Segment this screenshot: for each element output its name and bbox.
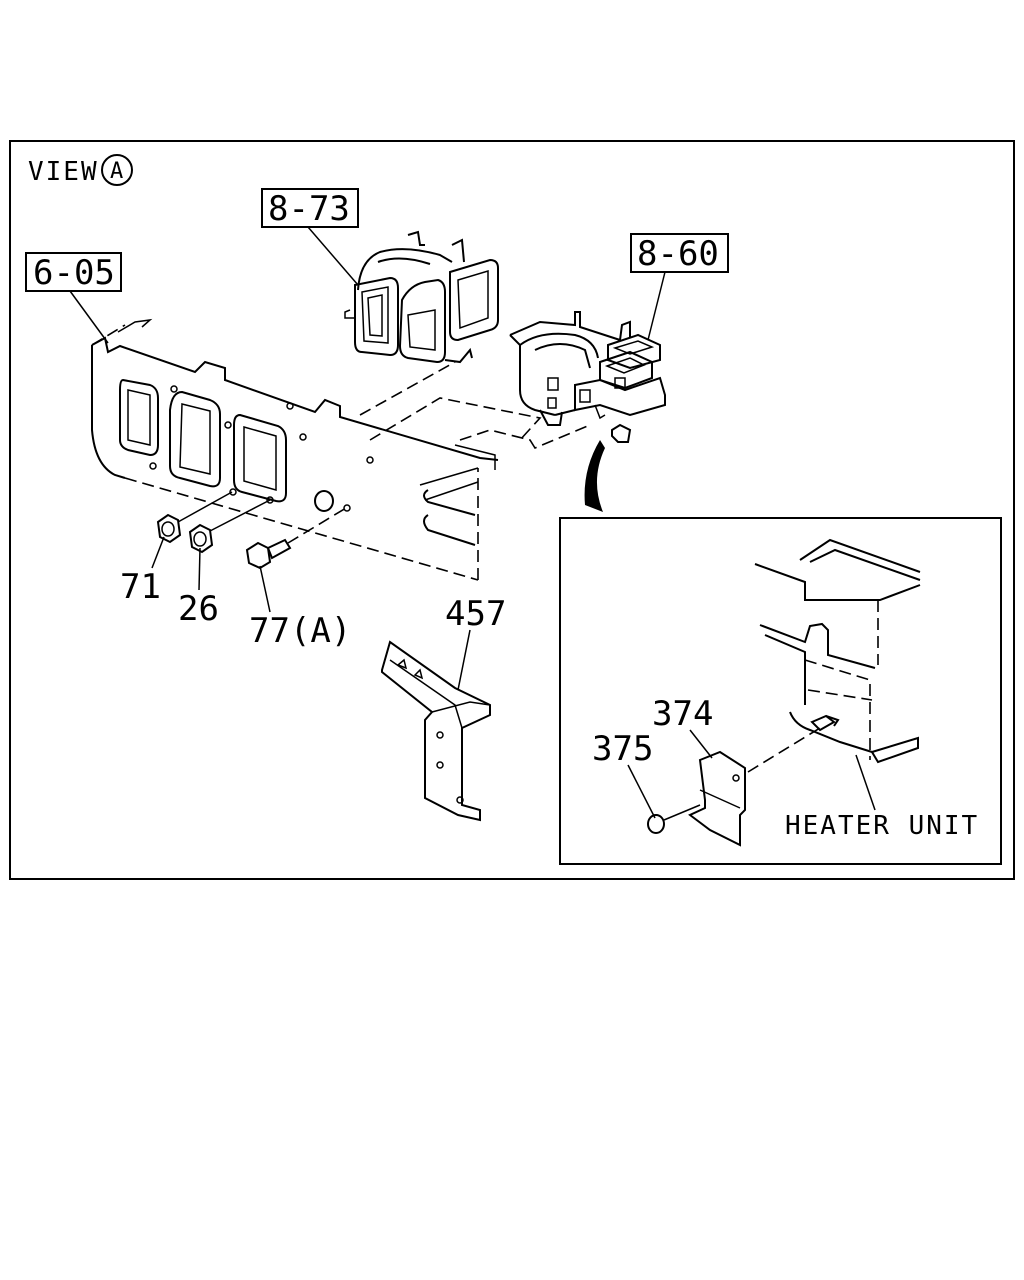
view-title: VIEW — [28, 157, 99, 187]
view-marker: A — [110, 159, 123, 184]
callout-box-873 — [261, 188, 359, 228]
inset-detail — [647, 538, 921, 847]
view-marker-circle — [101, 154, 133, 186]
outer-frame — [9, 140, 1015, 880]
heater-unit-860 — [509, 311, 666, 443]
bracket-457 — [381, 640, 491, 822]
blower-unit-873 — [344, 230, 499, 364]
inset-frame — [559, 517, 1002, 865]
part-label-26[interactable]: 26 — [178, 589, 219, 629]
callout-box-860 — [630, 233, 729, 273]
callout-873[interactable]: 8-73 — [268, 189, 350, 229]
part-label-375[interactable]: 375 — [592, 729, 653, 769]
part-label-71[interactable]: 71 — [120, 567, 161, 607]
part-label-77a[interactable]: 77(A) — [249, 611, 351, 651]
heater-unit-label: HEATER UNIT — [785, 811, 979, 841]
callout-860[interactable]: 8-60 — [637, 234, 719, 274]
callout-box-605 — [25, 252, 122, 292]
callout-605[interactable]: 6-05 — [33, 253, 115, 293]
part-label-457[interactable]: 457 — [445, 594, 506, 634]
nut-26 — [188, 523, 214, 554]
nut-71 — [156, 513, 182, 544]
detail-pointer — [584, 440, 605, 512]
cowl-panel-605 — [91, 318, 499, 581]
part-label-374[interactable]: 374 — [652, 694, 713, 734]
bolt-77a — [245, 538, 292, 570]
